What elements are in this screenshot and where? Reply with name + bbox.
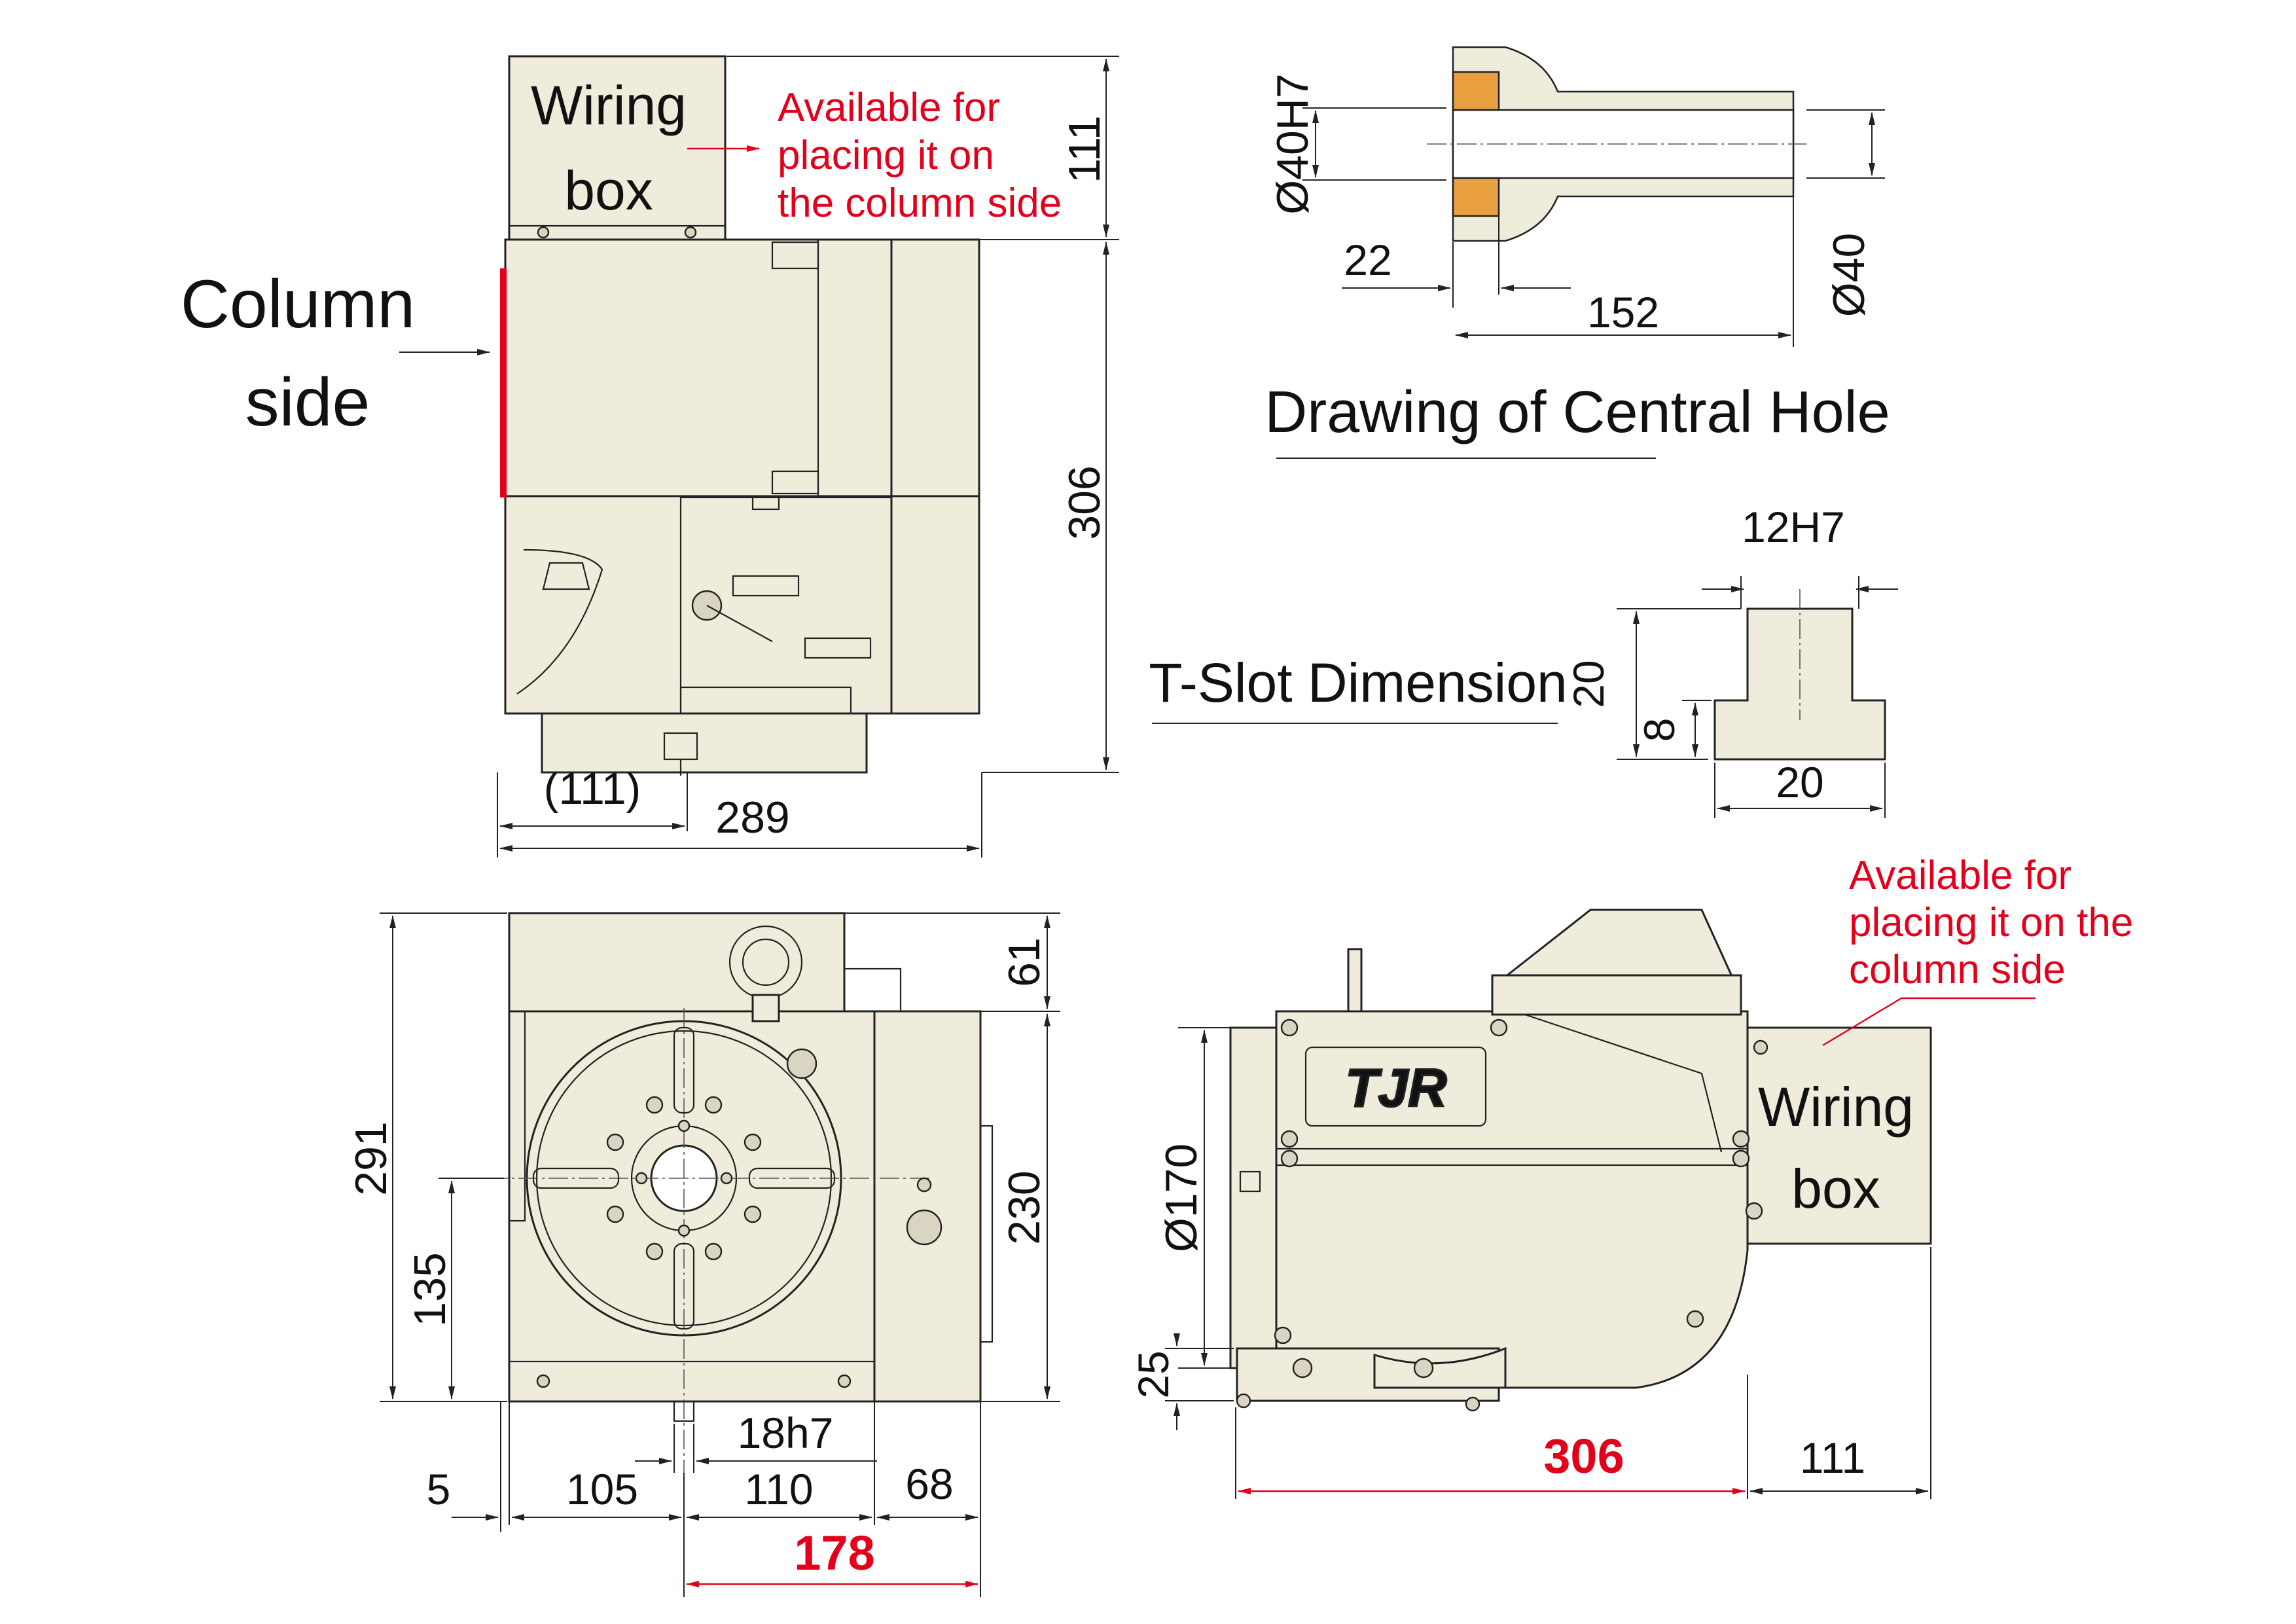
right-body (1275, 1010, 1749, 1389)
dim-bore-depth: 22 (1344, 236, 1391, 284)
tjr-logo: TJR (1346, 1058, 1447, 1118)
t-slot-title: T-Slot Dimension (1149, 652, 1568, 713)
note-available-1: Available for (778, 85, 1000, 130)
logo-plate (1304, 1046, 1487, 1127)
note-available-2: placing it on (778, 133, 994, 178)
wiring-box-right-label-1: Wiring (1758, 1076, 1914, 1138)
motor-cover (1496, 909, 1736, 983)
dim-front-height: 291 (346, 1121, 396, 1195)
dim-bore-diameter: Ø40H7 (1268, 73, 1318, 214)
bronze-sleeve-bottom (1452, 177, 1500, 217)
dim-slot-lower: 8 (1635, 718, 1683, 742)
dim-top-height: 61 (999, 937, 1049, 987)
upper-housing (504, 238, 893, 497)
column-side-marker (500, 268, 507, 497)
dim-total-width: 289 (715, 793, 789, 842)
dim-right-width: 68 (905, 1460, 953, 1508)
dim-body-width: 306 (1543, 1429, 1624, 1483)
note-right-1: Available for (1849, 853, 2072, 898)
wiring-box-label-2: box (564, 160, 653, 221)
dim-wiring-height: 111 (1060, 115, 1109, 183)
dim-table-diameter: Ø170 (1157, 1144, 1206, 1252)
dim-left-offset: 5 (427, 1465, 451, 1513)
right-view (1165, 909, 2036, 1499)
column-side-label-1: Column (181, 266, 415, 342)
bronze-sleeve-top (1452, 71, 1500, 111)
dim-wiring-width: 111 (1800, 1434, 1865, 1482)
dim-center-height: 135 (405, 1252, 455, 1326)
central-hole-drawing (1276, 46, 1885, 459)
dim-center-offset: 105 (566, 1465, 638, 1513)
dim-through-diameter: Ø40 (1824, 233, 1874, 317)
note-right-2: placing it on the (1849, 900, 2133, 945)
base-plate (541, 712, 868, 774)
dim-highlight-width: 178 (794, 1526, 874, 1580)
dim-mid-width: 110 (744, 1465, 813, 1513)
wiring-box-right-label-2: box (1791, 1158, 1880, 1219)
dim-right-height: 230 (999, 1170, 1049, 1244)
wiring-box-label-1: Wiring (531, 75, 687, 136)
column-side-label-2: side (245, 365, 370, 441)
note-available-3: the column side (778, 181, 1062, 226)
t-slot-drawing (1152, 576, 1898, 818)
central-hole-title: Drawing of Central Hole (1265, 380, 1890, 445)
dim-slot-bottom: 20 (1776, 758, 1823, 806)
dim-base-height: 25 (1129, 1350, 1177, 1398)
dim-body-height: 306 (1060, 465, 1109, 539)
dim-slot-height: 20 (1564, 660, 1613, 708)
dim-hole-length: 152 (1587, 288, 1659, 336)
nameplate (804, 637, 872, 659)
note-right-3: column side (1849, 947, 2066, 992)
motor-block (890, 238, 980, 497)
front-view (380, 912, 1060, 1597)
dim-slot-width: 12H7 (1742, 503, 1845, 551)
dim-offset: (111) (544, 764, 641, 814)
dim-key-width: 18h7 (738, 1409, 834, 1457)
nameplate (732, 575, 800, 597)
side-view (399, 55, 1119, 857)
